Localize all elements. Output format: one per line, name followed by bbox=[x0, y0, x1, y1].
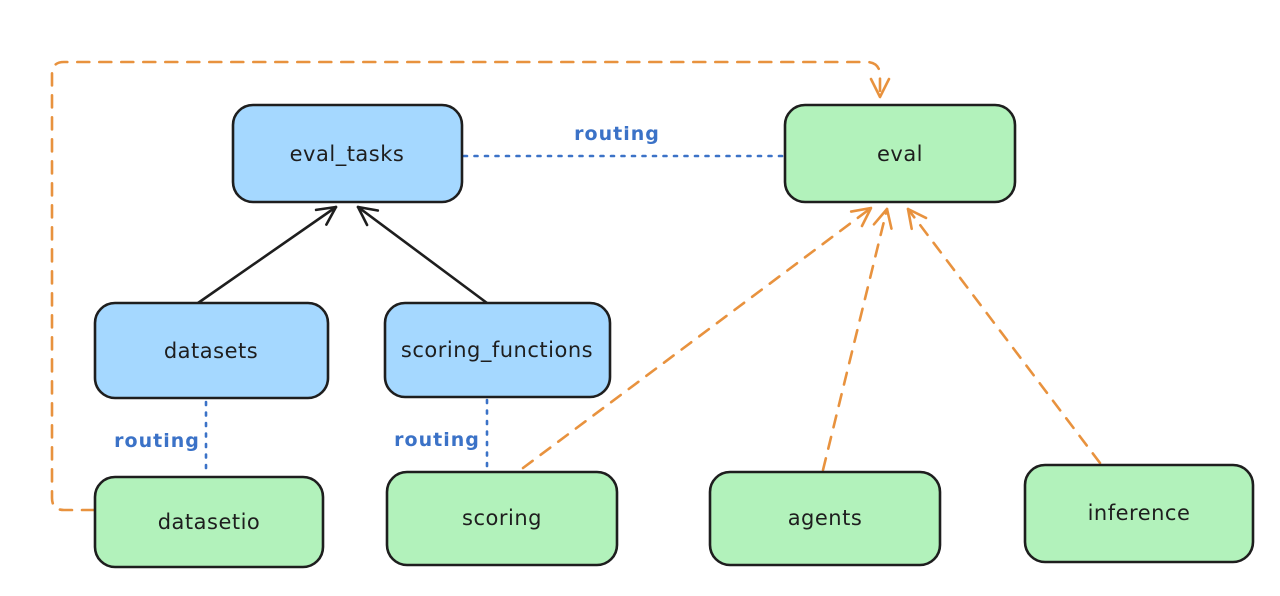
edge-agents-to-eval bbox=[821, 207, 893, 472]
node-eval-box bbox=[783, 103, 1017, 204]
node-scoring-box bbox=[385, 470, 619, 567]
node-agents-label: agents bbox=[788, 506, 863, 530]
routing-label-top: routing bbox=[574, 123, 660, 145]
node-eval-label: eval bbox=[877, 142, 923, 166]
node-scoring-functions-box bbox=[383, 301, 612, 399]
edge-datasets-to-eval-tasks bbox=[196, 205, 338, 305]
node-eval-tasks-box bbox=[231, 103, 464, 204]
node-agents-box bbox=[708, 470, 942, 567]
node-inference: inference bbox=[1023, 463, 1255, 564]
nodes: eval_tasks eval datasets scoring_functio… bbox=[93, 103, 1255, 569]
node-datasets: datasets bbox=[93, 301, 330, 400]
routing-label-middle: routing bbox=[394, 429, 480, 451]
edge-inference-to-eval bbox=[906, 207, 1102, 465]
node-scoring-functions: scoring_functions bbox=[383, 301, 612, 399]
node-agents: agents bbox=[708, 470, 942, 567]
edge-datasetio-to-eval bbox=[50, 60, 891, 512]
edge-labels: routing routing routing bbox=[114, 123, 660, 452]
edge-scoring-functions-to-eval-tasks bbox=[356, 205, 489, 305]
node-datasetio-label: datasetio bbox=[158, 510, 261, 534]
node-eval-tasks: eval_tasks bbox=[231, 103, 464, 204]
node-scoring: scoring bbox=[385, 470, 619, 567]
node-datasets-label: datasets bbox=[164, 339, 258, 363]
node-datasetio-box bbox=[93, 475, 325, 569]
routing-label-left: routing bbox=[114, 430, 200, 452]
node-scoring-functions-label: scoring_functions bbox=[401, 338, 593, 363]
node-datasets-box bbox=[93, 301, 330, 400]
node-datasetio: datasetio bbox=[93, 475, 325, 569]
edges bbox=[50, 60, 1102, 512]
node-eval: eval bbox=[783, 103, 1017, 204]
node-scoring-label: scoring bbox=[462, 506, 542, 530]
edge-scoring-to-eval bbox=[521, 206, 873, 470]
node-inference-label: inference bbox=[1088, 501, 1191, 525]
node-eval-tasks-label: eval_tasks bbox=[290, 142, 405, 167]
node-inference-box bbox=[1023, 463, 1255, 564]
